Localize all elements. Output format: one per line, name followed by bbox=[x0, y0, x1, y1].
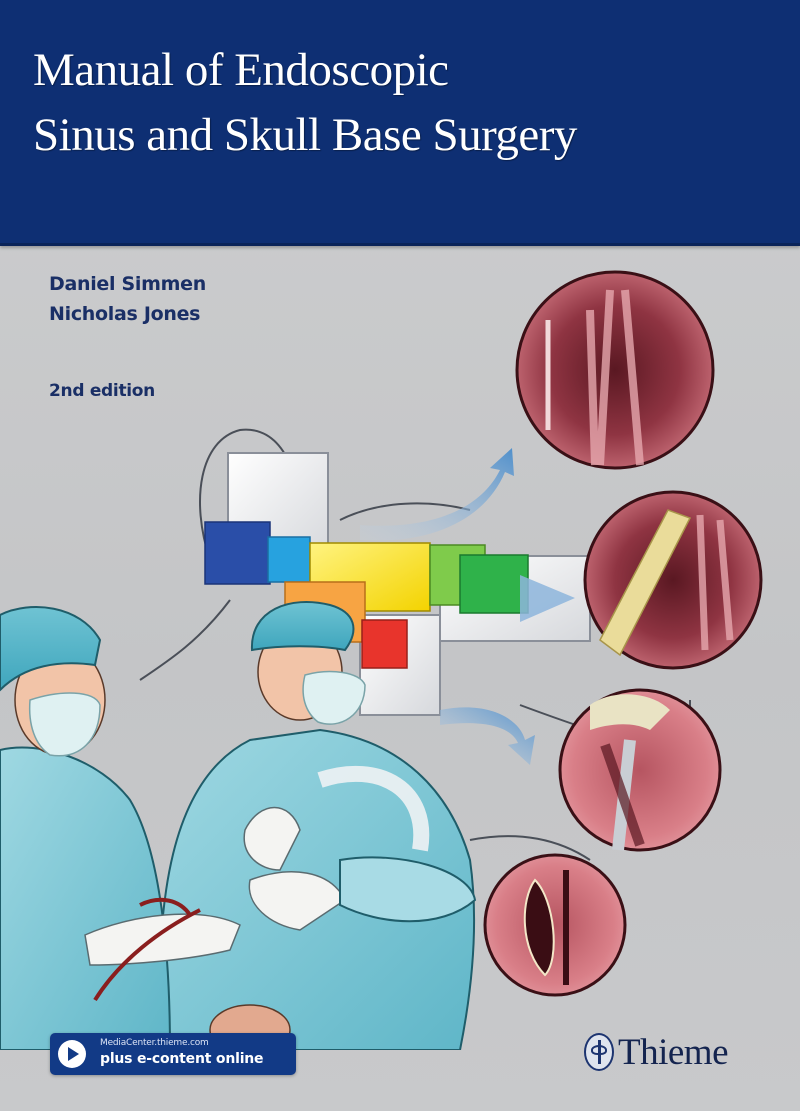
endoscopic-view-3 bbox=[558, 688, 722, 852]
publisher-logo: Thieme bbox=[584, 1030, 729, 1074]
book-title-line-2: Sinus and Skull Base Surgery bbox=[33, 109, 577, 161]
endoscopic-view-4 bbox=[483, 853, 627, 997]
author-2: Nicholas Jones bbox=[49, 303, 201, 325]
thieme-tree-logo-icon bbox=[584, 1033, 614, 1071]
flow-arrows bbox=[360, 448, 575, 765]
surgeon-right bbox=[158, 601, 477, 1050]
monitor-stack bbox=[204, 452, 591, 716]
title-band: Manual of Endoscopic Sinus and Skull Bas… bbox=[0, 0, 800, 246]
surgeon-left bbox=[0, 606, 241, 1050]
publisher-name: Thieme bbox=[618, 1031, 729, 1073]
media-center-url: MediaCenter.thieme.com bbox=[100, 1038, 209, 1048]
book-title-line-1: Manual of Endoscopic bbox=[33, 44, 449, 96]
media-center-label: plus e-content online bbox=[100, 1051, 264, 1067]
author-1: Daniel Simmen bbox=[49, 273, 206, 295]
play-icon bbox=[58, 1040, 86, 1068]
edition-label: 2nd edition bbox=[49, 381, 155, 401]
endoscopic-view-2 bbox=[583, 490, 763, 670]
cover-illustration bbox=[0, 270, 763, 1050]
endoscopic-view-1 bbox=[515, 270, 715, 470]
media-center-badge[interactable]: MediaCenter.thieme.com plus e-content on… bbox=[50, 1033, 296, 1075]
